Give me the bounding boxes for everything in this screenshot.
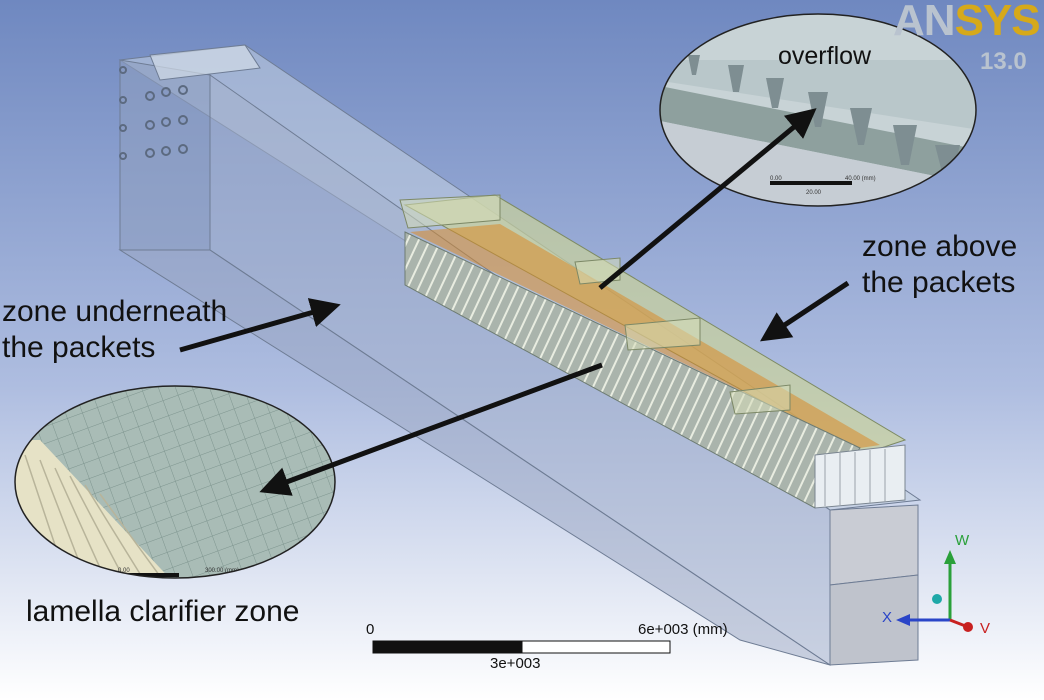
svg-text:20.00: 20.00: [806, 190, 822, 196]
zone-above-label-line1: zone above: [862, 230, 1018, 263]
scale-bar: [372, 640, 671, 654]
lamella-packets: [399, 194, 907, 509]
version-label: 13.0: [980, 48, 1027, 75]
svg-text:0.00: 0.00: [118, 568, 130, 574]
inlet-channel: [149, 44, 261, 81]
axis-w-label: W: [955, 532, 970, 549]
axis-x-label: X: [882, 609, 893, 626]
zone-above-label-line2: the packets: [862, 266, 1016, 299]
arrow-zone-under: [179, 298, 341, 353]
overflow-label: overflow: [778, 42, 872, 70]
axis-v-label: V: [980, 620, 991, 637]
inlet-holes: [119, 66, 188, 160]
scale-start-label: 0: [366, 621, 375, 638]
scale-end-label: 6e+003 (mm): [638, 621, 728, 638]
zone-underneath-label-line2: the packets: [2, 331, 156, 364]
tank-end-step: [829, 574, 919, 666]
lamella-zone-label: lamella clarifier zone: [26, 595, 300, 628]
arrow-zone-above: [759, 280, 850, 342]
arrow-lamella: [259, 362, 603, 496]
zone-underneath-label-line1: zone underneath: [2, 295, 228, 328]
coordinate-triad: [896, 550, 973, 632]
svg-text:0.00: 0.00: [770, 176, 782, 182]
overflow-zoom-inset: 0.00 40.00 (mm) 20.00: [659, 13, 977, 207]
svg-text:40.00 (mm): 40.00 (mm): [845, 176, 876, 182]
tank-end-face: [829, 504, 919, 586]
packets-end: [814, 444, 906, 509]
scale-mid-label: 3e+003: [490, 655, 541, 672]
arrow-overflow: [598, 108, 817, 290]
svg-text:300.00 (mm): 300.00 (mm): [205, 568, 239, 574]
annotation-arrows: [179, 108, 850, 496]
ansys-logo: ANSYS: [893, 0, 1041, 45]
